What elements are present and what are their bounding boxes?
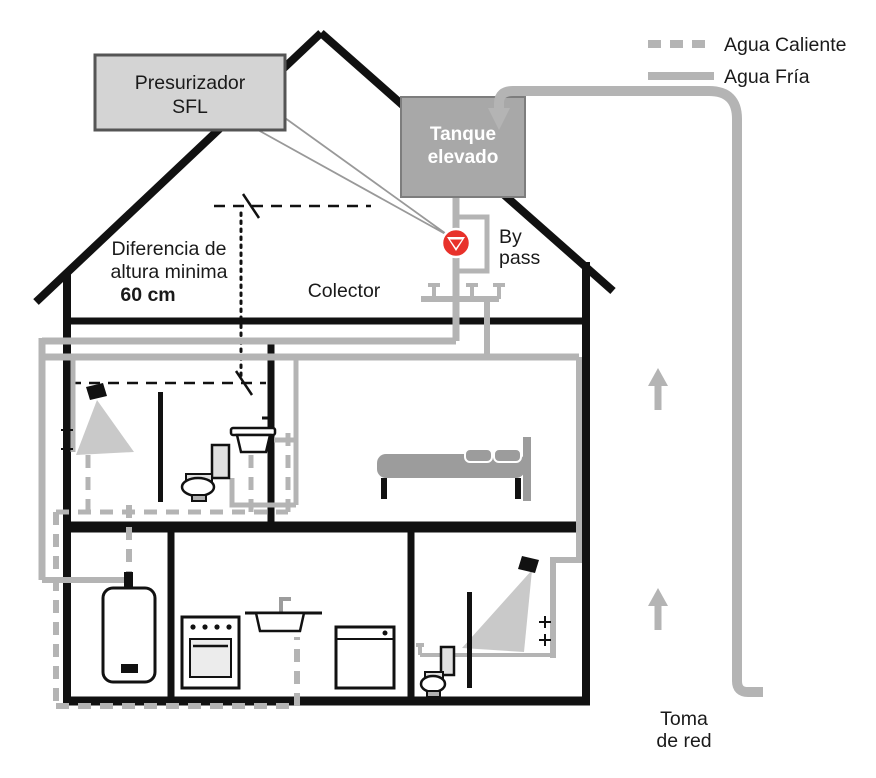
stove-knob [214, 624, 220, 630]
upper-toilet-tank [210, 443, 231, 480]
upper-shower-spray [76, 400, 134, 455]
flow-arrows [648, 368, 668, 630]
collector-manifold [421, 283, 505, 302]
colector-label: Colector [308, 280, 381, 302]
hot-water-pipes [53, 430, 300, 709]
flow-arrow-up-icon [648, 368, 668, 386]
upper-sink-bowl [235, 433, 272, 454]
water-heater [101, 572, 157, 684]
stove [180, 615, 241, 690]
lower-toilet-base [426, 690, 441, 698]
lower-shower-spray [462, 570, 532, 652]
collector-tap-icon [466, 283, 478, 299]
stove-knob [226, 624, 232, 630]
height-tick-upper [241, 193, 261, 219]
bed-headboard [523, 437, 531, 501]
upper-shower-head-icon [86, 383, 107, 400]
diagram-labels: Presurizador SFL Tanque elevado By pass … [110, 72, 711, 752]
height-value: 60 cm [120, 284, 175, 306]
cold-pipe-right-drop [550, 357, 582, 658]
lower-shower-column [467, 592, 472, 688]
presurizador-connector-line [257, 117, 450, 237]
collector-tap-icon [493, 283, 505, 299]
bed-leg [515, 478, 521, 499]
bed-pillow [493, 448, 522, 463]
cold-pipe-upper-bath-drop [229, 357, 299, 508]
tank-label: Tanque [430, 124, 496, 145]
house-structure [33, 30, 616, 706]
dishwasher-body [334, 625, 396, 690]
toma-label: Toma [660, 708, 708, 730]
bed [377, 437, 531, 501]
tank-label: elevado [428, 147, 499, 168]
upper-shower-column [158, 392, 163, 502]
lower-shower-head-icon [518, 556, 539, 573]
riser-arrow-icon [488, 108, 510, 130]
height-note: altura minima [110, 261, 227, 283]
stove-oven-door [189, 638, 232, 678]
presurizador-label: SFL [172, 96, 208, 118]
height-measurement [70, 193, 371, 396]
bypass-label: pass [499, 247, 540, 269]
legend: Agua Caliente Agua Fría [648, 34, 847, 88]
bypass-loop-pipe [456, 214, 490, 274]
water-heater-flue [124, 572, 133, 590]
upper-toilet-bowl [180, 476, 216, 498]
presurizador-box [93, 53, 287, 132]
toma-label: de red [656, 730, 711, 752]
upper-sink [229, 416, 277, 454]
flow-arrow-up-icon [648, 588, 668, 606]
lower-toilet-bowl [419, 674, 447, 694]
check-valve-icon [440, 227, 472, 259]
cold-water-pipes [38, 197, 582, 658]
dishwasher-button [382, 630, 388, 636]
upper-toilet-base [191, 494, 207, 502]
riser-pipe [494, 86, 763, 697]
lower-shower [462, 556, 551, 688]
stove-knob [202, 624, 208, 630]
presurizador-label: Presurizador [135, 72, 246, 94]
legend-cold-label: Agua Fría [724, 66, 810, 88]
check-valve-triangle-inner [450, 239, 462, 248]
main-riser [488, 86, 763, 697]
collector-tap-icon [428, 283, 440, 299]
legend-hot-label: Agua Caliente [724, 34, 847, 56]
water-heater-body [101, 586, 157, 684]
upper-shower-valve-icon [61, 424, 73, 455]
bed-pillow [464, 448, 493, 463]
height-note: Diferencia de [112, 238, 227, 260]
bypass-label: By [499, 226, 522, 248]
kitchen-sink-faucet [279, 597, 291, 613]
upper-toilet [180, 443, 231, 502]
stove-knob [190, 624, 196, 630]
kitchen-sink-basin [254, 611, 306, 633]
water-heater-burner [121, 664, 138, 673]
kitchen-sink [245, 597, 322, 633]
lower-toilet-tank [439, 645, 456, 677]
lower-toilet [419, 645, 456, 698]
bed-leg [381, 478, 387, 499]
upper-sink-faucet [262, 416, 274, 428]
lower-shower-valve-icon [539, 616, 551, 646]
height-tick-lower [234, 370, 254, 396]
dishwasher [334, 625, 396, 690]
upper-shower [61, 383, 163, 502]
